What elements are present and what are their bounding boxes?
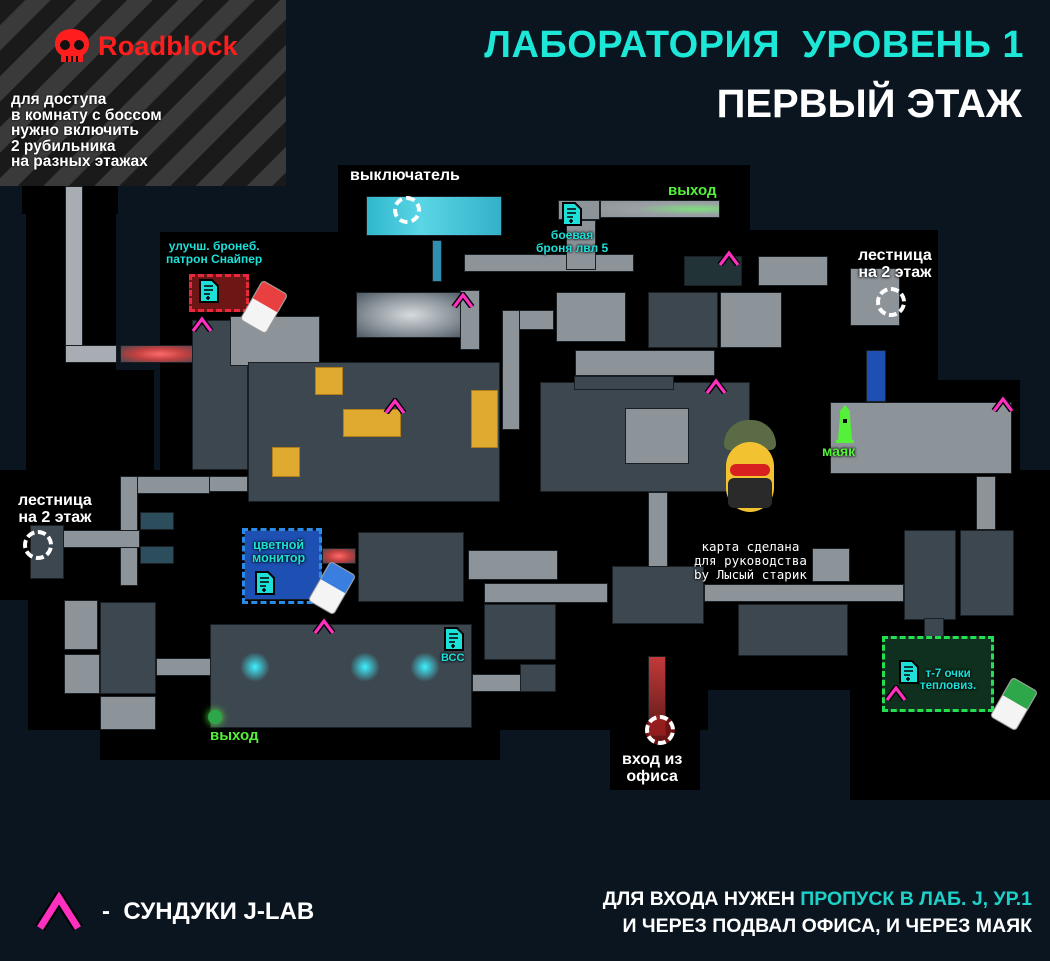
entry-routes: И ЧЕРЕЗ ПОДВАЛ ОФИСА, И ЧЕРЕЗ МАЯК	[622, 915, 1032, 937]
office-entrance-icon[interactable]	[645, 715, 675, 745]
loot-document-icon	[199, 279, 219, 303]
sniper-loot-label: улучш. бронеб. патрон Снайпер	[166, 239, 263, 266]
chest-legend-icon	[35, 892, 83, 931]
green-keycard-zone	[882, 636, 994, 712]
chest-legend-label: - СУНДУКИ J-LAB	[102, 898, 315, 925]
switch-label: выключатель	[350, 167, 460, 184]
loot-document-icon	[444, 627, 464, 651]
skull-icon	[55, 29, 89, 62]
vss-label: ВСС	[441, 652, 465, 664]
chest-icon[interactable]	[383, 398, 407, 414]
chest-legend: - СУНДУКИ J-LAB	[34, 892, 314, 932]
stairs-right-label: лестница на 2 этаж	[858, 247, 932, 281]
chest-icon[interactable]	[717, 250, 741, 266]
entry-requirements: ДЛЯ ВХОДА НУЖЕН ПРОПУСК В ЛАБ. J, УР.1 И…	[603, 886, 1032, 940]
switch-marker-icon	[393, 196, 421, 224]
roadblock-brand: Roadblock	[98, 30, 238, 61]
chest-icon[interactable]	[884, 685, 908, 701]
loot-document-icon	[255, 571, 275, 595]
floor-subtitle: ПЕРВЫЙ ЭТАЖ	[716, 82, 1022, 126]
roadblock-panel: Roadblock для доступа в комнату с боссом…	[0, 0, 286, 186]
loot-document-icon	[899, 660, 919, 684]
armor-loot-label: боевая броня лвл 5	[536, 228, 609, 255]
chest-icon[interactable]	[704, 378, 728, 394]
chest-icon[interactable]	[991, 396, 1015, 412]
chest-icon[interactable]	[312, 618, 336, 634]
roadblock-logo: Roadblock	[52, 26, 238, 66]
beacon-label: маяк	[822, 443, 856, 459]
stairs-left-label: лестница на 2 этаж	[18, 492, 92, 526]
switch-room	[366, 196, 502, 236]
chest-icon[interactable]	[190, 316, 214, 332]
mascot-avatar	[716, 420, 784, 520]
entry-prefix: ДЛЯ ВХОДА НУЖЕН	[602, 888, 801, 910]
boss-access-note: для доступа в комнату с боссом нужно вкл…	[11, 91, 162, 170]
entry-keycard-requirement: ПРОПУСК В ЛАБ. J, УР.1	[800, 888, 1032, 910]
thermal-label: т-7 очки тепловиз.	[920, 668, 977, 693]
beacon-icon	[836, 405, 854, 443]
exit-top-label: выход	[668, 182, 717, 199]
stairs-left-icon[interactable]	[23, 530, 53, 560]
stairs-right-icon[interactable]	[876, 287, 906, 317]
color-monitor-label: цветной монитор	[252, 538, 306, 566]
blue-keycard-zone	[242, 528, 322, 604]
loot-document-icon	[562, 202, 582, 226]
map-title: ЛАБОРАТОРИЯ УРОВЕНЬ 1	[484, 24, 1024, 66]
exit-bottom-label: выход	[210, 727, 259, 744]
exit-bottom-marker	[208, 710, 222, 724]
chest-icon[interactable]	[451, 292, 475, 308]
office-entrance-label: вход из офиса	[622, 751, 683, 785]
author-credit: карта сделана для руководства by Лысый с…	[694, 539, 807, 582]
